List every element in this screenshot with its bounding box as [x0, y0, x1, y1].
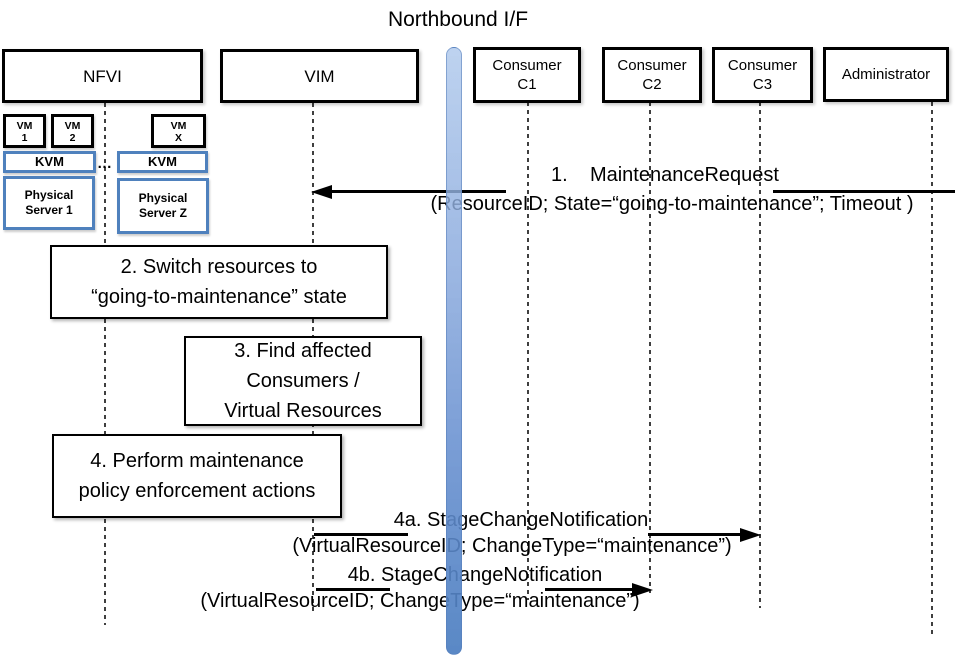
kvm-right-label: KVM	[148, 154, 177, 169]
physical-server-z-line2: Server Z	[138, 206, 188, 220]
physical-server-z-line1: Physical	[138, 191, 188, 205]
ellipsis-between-kvm: …	[97, 155, 113, 172]
message-1-title: 1. MaintenanceRequest	[551, 164, 779, 186]
activity-3-line1: 3. Find affected	[234, 340, 372, 362]
physical-server-1-box: Physical Server 1	[3, 176, 95, 230]
message-4b-arrowhead	[632, 583, 653, 597]
message-4b-params: (VirtualResourceID; ChangeType=“maintena…	[200, 590, 640, 612]
activity-2-line2: “going-to-maintenance” state	[91, 286, 347, 308]
message-1-params: (ResourceID; State=“going-to-maintenance…	[430, 193, 914, 215]
vm1-label-line1: VM	[16, 120, 33, 132]
physical-server-1-line1: Physical	[24, 188, 74, 202]
actor-box-consumer-c2: Consumer C2	[602, 47, 702, 103]
activity-2-line1: 2. Switch resources to	[120, 256, 318, 278]
lifeline-consumer-c2	[649, 102, 651, 593]
vmx-label-line1: VM	[170, 120, 187, 132]
message-4b-line-right	[545, 588, 634, 591]
lifeline-administrator	[931, 102, 933, 637]
vm2-box: VM 2	[51, 114, 94, 148]
vm1-box: VM 1	[3, 114, 46, 148]
message-4a-arrowhead	[740, 528, 761, 542]
message-4b-title: 4b. StageChangeNotification	[347, 564, 603, 586]
actor-box-consumer-c1: Consumer C1	[473, 47, 581, 103]
message-4a-line-right	[648, 533, 741, 536]
activity-3-line2: Consumers /	[246, 370, 360, 392]
activity-3-line3: Virtual Resources	[224, 400, 382, 422]
message-1-line-left	[329, 190, 506, 193]
physical-server-z-box: Physical Server Z	[117, 178, 209, 234]
message-4b-line-left	[316, 588, 390, 591]
message-4a-title: 4a. StageChangeNotification	[393, 509, 649, 531]
vm1-label-line2: 1	[21, 132, 28, 144]
message-1-line-right	[773, 190, 955, 193]
message-4a-line-left	[314, 533, 408, 536]
lifeline-nfvi	[104, 103, 106, 625]
activity-box-4: 4. Perform maintenance policy enforcemen…	[52, 434, 342, 518]
northbound-interface-bar	[446, 47, 462, 655]
actor-box-administrator: Administrator	[823, 47, 949, 102]
actor-label-nfvi: NFVI	[83, 66, 122, 86]
actor-box-consumer-c3: Consumer C3	[712, 47, 813, 103]
vm2-label-line2: 2	[69, 132, 76, 144]
actor-label-administrator: Administrator	[841, 66, 931, 83]
actor-label-vim: VIM	[304, 66, 335, 86]
vmx-label-line2: X	[174, 132, 182, 144]
actor-label-consumer-c2-line1: Consumer	[617, 57, 687, 74]
actor-label-consumer-c1-line2: C1	[517, 76, 537, 93]
activity-box-2: 2. Switch resources to “going-to-mainten…	[50, 245, 388, 319]
activity-4-line1: 4. Perform maintenance	[90, 450, 304, 472]
actor-label-consumer-c2-line2: C2	[642, 76, 662, 93]
vm2-label-line1: VM	[64, 120, 81, 132]
vmx-box: VM X	[151, 114, 206, 148]
actor-label-consumer-c3-line2: C3	[752, 76, 773, 93]
actor-box-vim: VIM	[220, 49, 419, 103]
kvm-right-box: KVM	[117, 151, 208, 173]
activity-4-line2: policy enforcement actions	[78, 480, 316, 502]
message-4a-params: (VirtualResourceID; ChangeType=“maintena…	[292, 535, 732, 557]
kvm-left-label: KVM	[35, 154, 64, 169]
lifeline-consumer-c1	[527, 102, 529, 600]
message-1-arrowhead	[311, 185, 332, 199]
kvm-left-box: KVM	[3, 151, 96, 173]
activity-box-3: 3. Find affected Consumers / Virtual Res…	[184, 336, 422, 426]
diagram-title: Northbound I/F	[387, 8, 529, 31]
lifeline-consumer-c3	[759, 102, 761, 608]
actor-label-consumer-c3-line1: Consumer	[727, 57, 798, 74]
physical-server-1-line2: Server 1	[25, 203, 73, 217]
actor-box-nfvi: NFVI	[2, 49, 203, 103]
actor-label-consumer-c1-line1: Consumer	[492, 57, 562, 74]
